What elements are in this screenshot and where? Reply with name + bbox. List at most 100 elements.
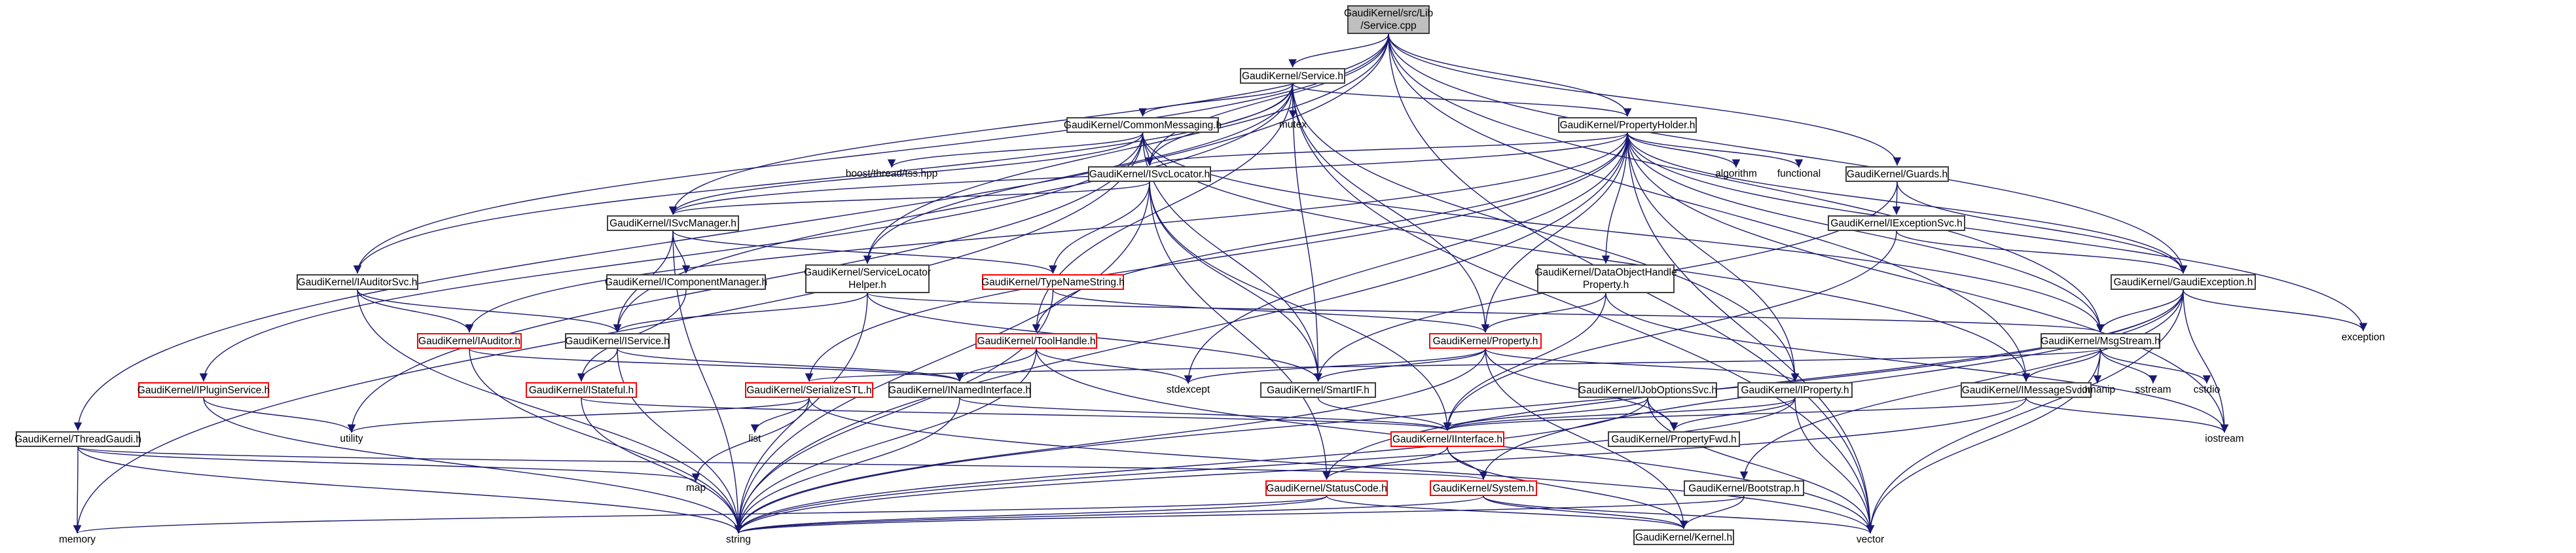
include-edge: [1388, 33, 2188, 274]
include-edge: [1292, 83, 1875, 534]
node-msg-stream-h[interactable]: GaudiKernel/MsgStream.h: [2041, 333, 2160, 349]
node-data-object-handle-property-h[interactable]: GaudiKernel/DataObjectHandle Property.h: [1534, 264, 1677, 293]
include-edge: [1627, 132, 2105, 333]
leaf-string: string: [726, 534, 751, 545]
include-edge: [735, 495, 1745, 534]
include-edge: [1146, 132, 1628, 166]
node-bootstrap-h[interactable]: GaudiKernel/Bootstrap.h: [1684, 480, 1804, 496]
node-type-name-string-h[interactable]: GaudiKernel/TypeNameString.h: [981, 274, 1125, 290]
leaf-exception: exception: [2341, 332, 2386, 343]
include-edge: [1443, 397, 1648, 431]
node-tool-handle-h[interactable]: GaudiKernel/ToolHandle.h: [975, 333, 1097, 349]
node-common-messaging-h[interactable]: GaudiKernel/CommonMessaging.h: [1064, 117, 1222, 133]
include-edge: [77, 446, 743, 534]
node-iplugin-service-h[interactable]: GaudiKernel/IPluginService.h: [137, 382, 270, 398]
include-edge: [2096, 289, 2184, 333]
leaf-sstream: sstream: [2135, 384, 2171, 395]
leaf-memory: memory: [59, 534, 96, 545]
node-system-h[interactable]: GaudiKernel/System.h: [1430, 480, 1537, 496]
node-ijob-options-svc-h[interactable]: GaudiKernel/IJobOptionsSvc.h: [1578, 382, 1717, 398]
include-edge: [1679, 495, 1745, 529]
include-edge: [73, 495, 1328, 534]
node-iauditor-h[interactable]: GaudiKernel/IAuditor.h: [417, 333, 522, 349]
node-property-h[interactable]: GaudiKernel/Property.h: [1429, 333, 1542, 349]
include-edge: [1896, 230, 2188, 274]
include-edge: [1669, 397, 1796, 431]
include-edge: [581, 397, 1451, 431]
include-edge: [1866, 289, 2184, 534]
include-edge: [617, 348, 743, 534]
include-edge: [1388, 33, 1632, 117]
node-iservice-h[interactable]: GaudiKernel/IService.h: [565, 333, 670, 349]
node-service-locator-helper-h[interactable]: GaudiKernel/ServiceLocator Helper.h: [804, 264, 931, 293]
include-edge: [734, 397, 1796, 534]
include-edge: [203, 397, 356, 433]
include-edge: [734, 348, 1037, 534]
leaf-boost-tss: boost/thread/tss.hpp: [845, 168, 938, 179]
node-property-fwd-h[interactable]: GaudiKernel/PropertyFwd.h: [1608, 431, 1740, 447]
include-edge: [2183, 289, 2368, 332]
include-edge: [750, 397, 810, 433]
include-edge: [1184, 132, 1628, 384]
node-status-code-h[interactable]: GaudiKernel/StatusCode.h: [1265, 480, 1388, 496]
include-edge: [1601, 132, 1628, 264]
include-edge: [1485, 348, 1800, 382]
node-thread-gaudi-h[interactable]: GaudiKernel/ThreadGaudi.h: [14, 431, 141, 447]
node-isvc-locator-h[interactable]: GaudiKernel/ISvcLocator.h: [1088, 166, 1211, 182]
include-edge: [1483, 495, 1875, 534]
node-serialize-stl-h[interactable]: GaudiKernel/SerializeSTL.h: [745, 382, 873, 398]
include-edge: [1627, 132, 2368, 332]
include-edge: [734, 289, 1054, 534]
include-edge: [73, 33, 1389, 431]
include-edge: [1443, 397, 2027, 431]
include-edge: [1142, 132, 1154, 166]
include-edge: [2099, 348, 2158, 384]
node-isvc-manager-h[interactable]: GaudiKernel/ISvcManager.h: [607, 215, 739, 231]
include-edge: [357, 289, 622, 333]
include-edge: [73, 446, 82, 534]
include-edge: [617, 348, 964, 382]
node-inamed-interface-h[interactable]: GaudiKernel/INamedInterface.h: [888, 382, 1031, 398]
leaf-stdexcept: stdexcept: [1166, 384, 1210, 395]
leaf-list: list: [748, 433, 761, 444]
node-iexception-svc-h[interactable]: GaudiKernel/IExceptionSvc.h: [1828, 215, 1965, 231]
node-service-cpp: GaudiKernel/src/Lib /Service.cpp: [1344, 5, 1433, 34]
include-edge: [357, 289, 474, 333]
node-gaudi-exception-h[interactable]: GaudiKernel/GaudiException.h: [2111, 274, 2256, 290]
include-edge: [734, 348, 1486, 534]
include-edge: [734, 181, 1150, 534]
node-imessage-svc-h[interactable]: GaudiKernel/IMessageSvc.h: [1961, 382, 2092, 398]
include-edge: [1627, 132, 2188, 274]
include-edge: [1892, 181, 1901, 215]
include-edge: [1627, 132, 1875, 534]
node-iinterface-h[interactable]: GaudiKernel/IInterface.h: [1390, 431, 1504, 447]
node-iauditor-svc-h[interactable]: GaudiKernel/IAuditorSvc.h: [297, 274, 418, 290]
include-edge: [1627, 132, 1741, 168]
include-edge: [1317, 397, 1452, 431]
include-edge: [2183, 289, 2229, 433]
include-edge: [1627, 132, 1804, 168]
node-icomponent-manager-h[interactable]: GaudiKernel/IComponentManager.h: [605, 274, 767, 290]
node-smart-if-h[interactable]: GaudiKernel/SmartIF.h: [1260, 382, 1376, 398]
include-edge: [357, 289, 743, 534]
include-edge: [959, 397, 1451, 431]
node-kernel-h[interactable]: GaudiKernel/Kernel.h: [1633, 529, 1734, 545]
include-edge: [1443, 397, 1796, 431]
include-edge: [1138, 83, 1294, 117]
node-iproperty-h[interactable]: GaudiKernel/IProperty.h: [1737, 382, 1853, 398]
include-edge: [469, 348, 964, 382]
leaf-iomanip: iomanip: [2079, 384, 2116, 395]
include-edge: [867, 293, 2104, 333]
leaf-utility: utility: [340, 433, 363, 444]
include-edge: [672, 230, 691, 274]
include-edge: [1052, 289, 1490, 333]
node-property-holder-h[interactable]: GaudiKernel/PropertyHolder.h: [1558, 117, 1697, 133]
include-edge: [735, 495, 1484, 534]
include-edge: [2099, 348, 2211, 384]
include-edge: [734, 397, 960, 534]
include-edge: [1605, 293, 2229, 433]
node-service-h[interactable]: GaudiKernel/Service.h: [1240, 68, 1345, 84]
node-istateful-h[interactable]: GaudiKernel/IStateful.h: [526, 382, 637, 398]
node-guards-h[interactable]: GaudiKernel/Guards.h: [1845, 166, 1949, 182]
leaf-vector: vector: [1856, 534, 1885, 545]
